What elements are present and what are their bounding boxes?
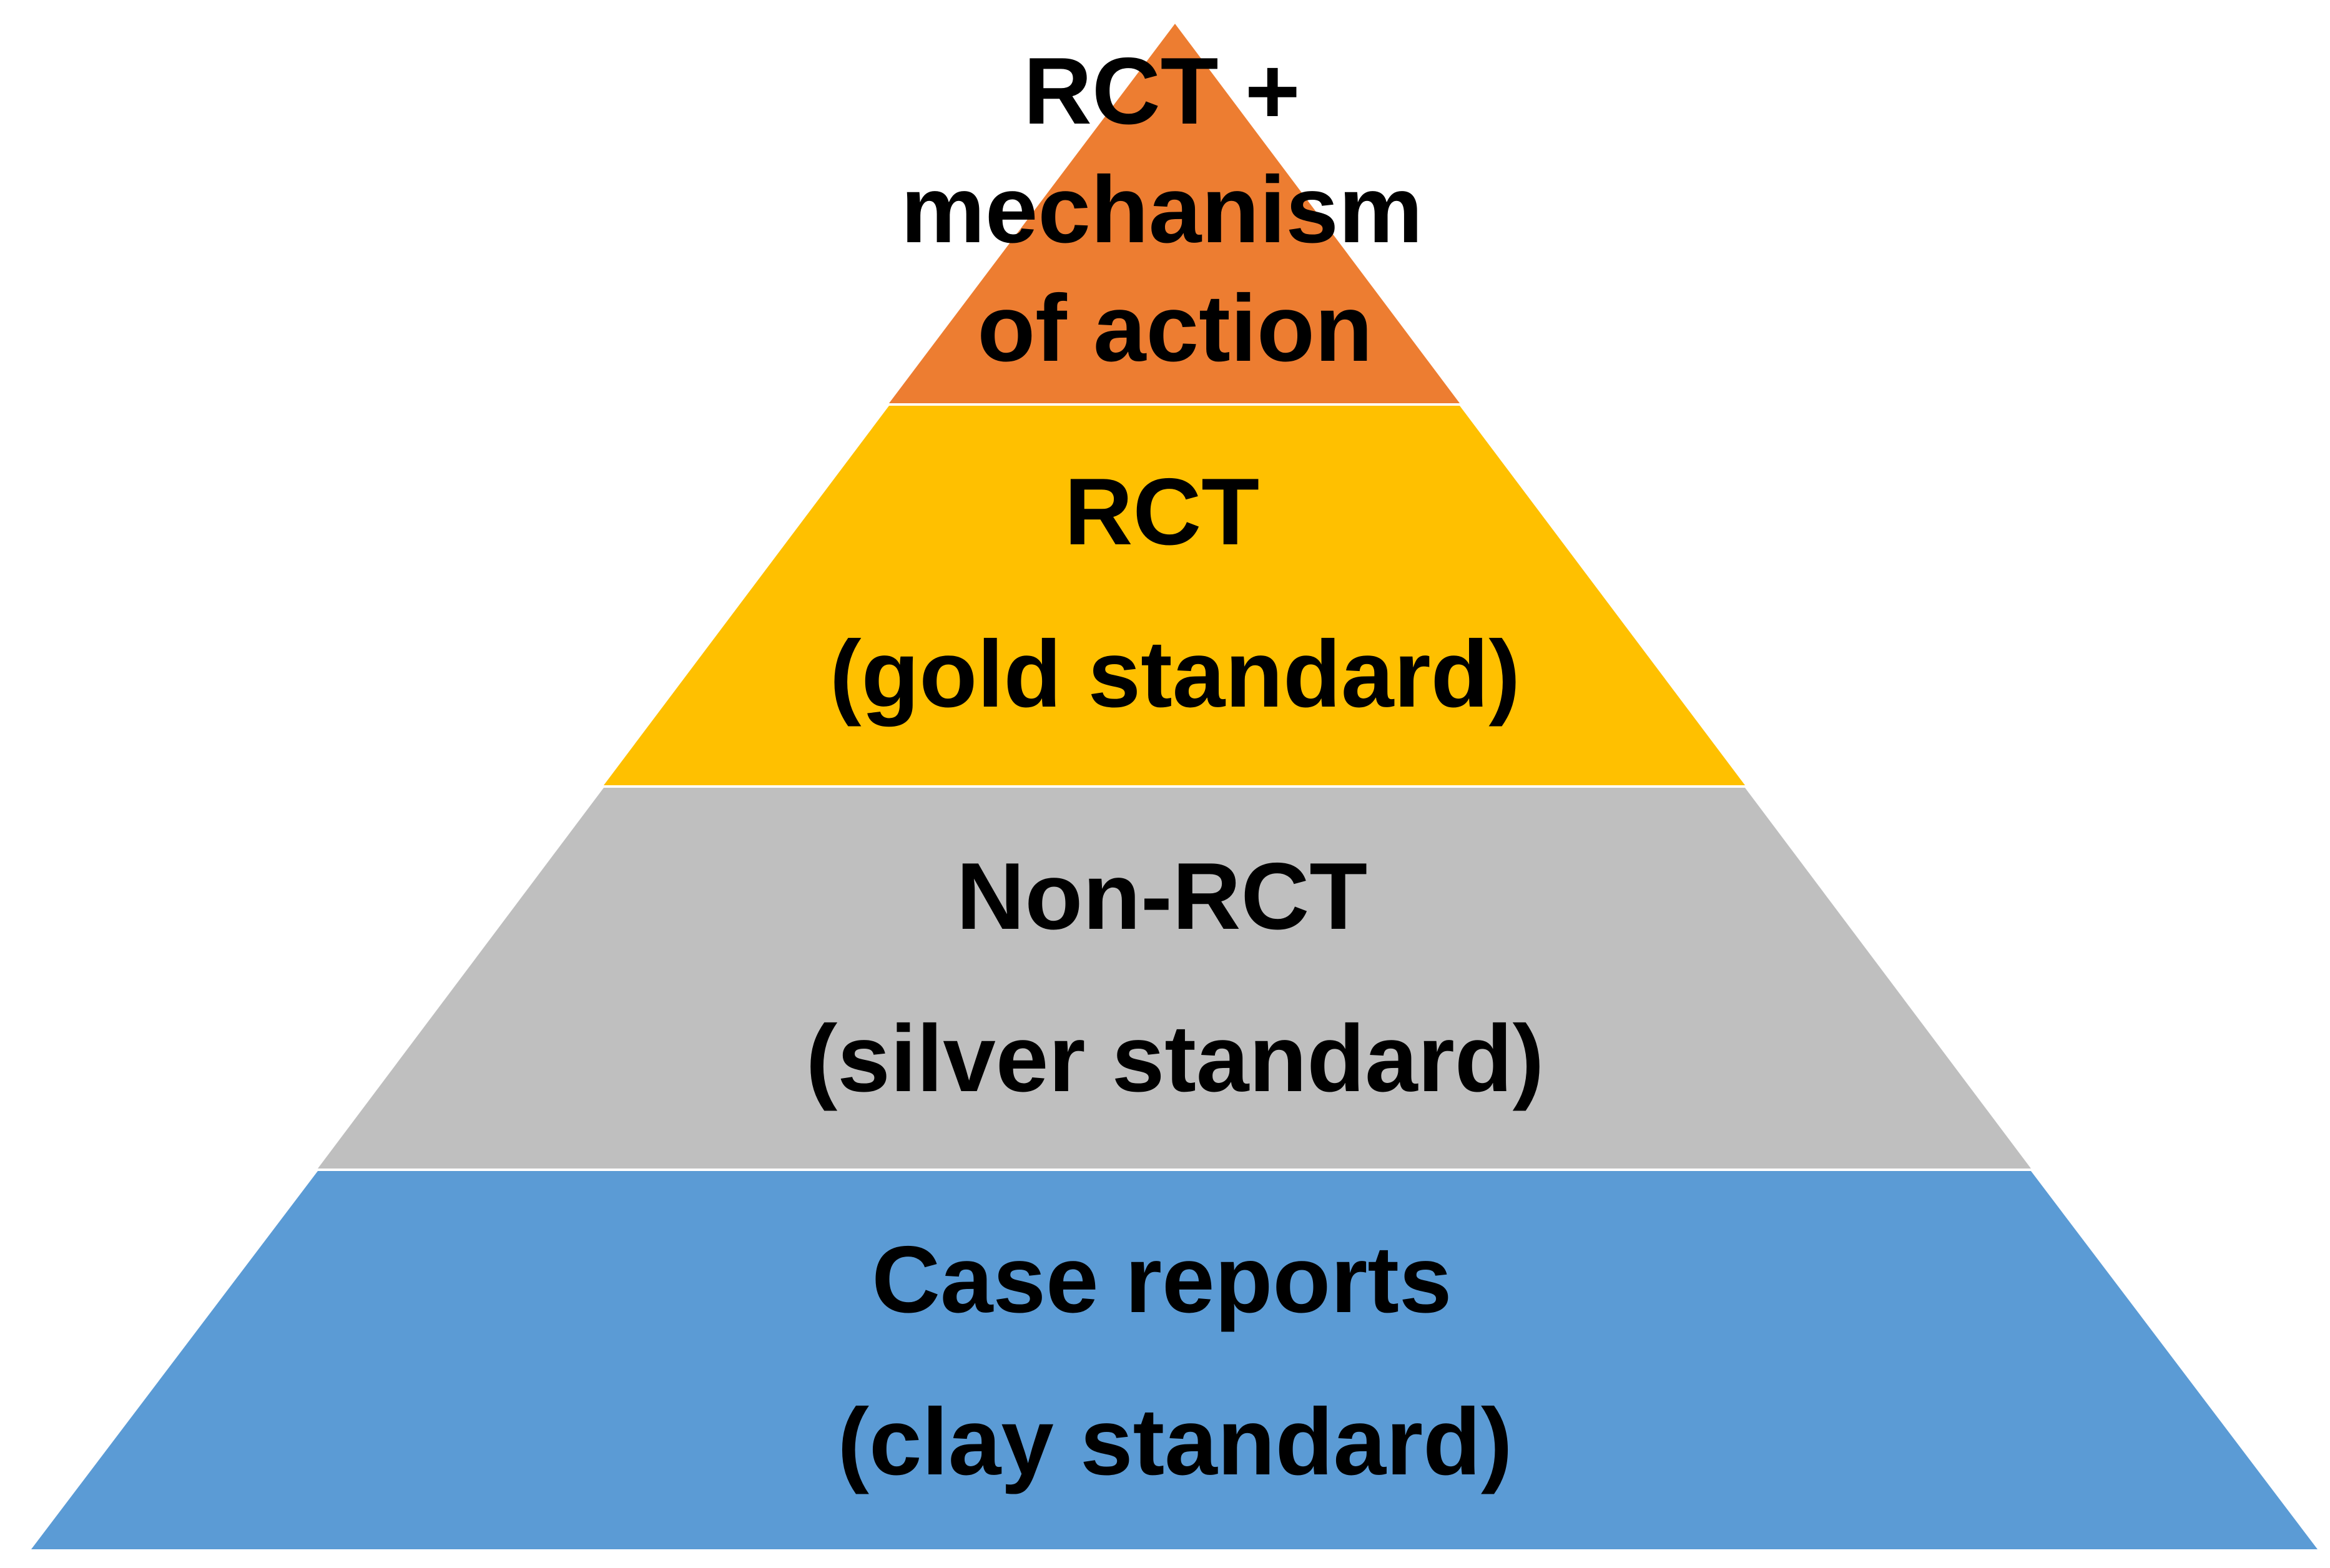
tier-top-shape [889, 24, 1460, 403]
tier-silver-shape [318, 788, 2031, 1169]
tier-top-line-1: RCT + [1023, 38, 1300, 144]
tier-clay-line-1: Case reports [872, 1227, 1452, 1333]
tier-silver-line-1: Non-RCT [956, 843, 1367, 949]
tier-gold-line-2: (gold standard) [830, 621, 1520, 727]
tier-top-label: RCT + mechanism of action [901, 38, 1450, 381]
tier-gold-shape [604, 406, 1745, 785]
tier-clay-line-2: (clay standard) [837, 1389, 1512, 1495]
tier-gold-line-1: RCT [1064, 459, 1259, 565]
tier-gold-label: RCT (gold standard) [830, 459, 1520, 727]
tier-silver-line-2: (silver standard) [806, 1006, 1545, 1112]
tier-clay-shape [31, 1171, 2318, 1549]
tier-top-line-2: mechanism [901, 157, 1423, 263]
tier-clay-label: Case reports (clay standard) [837, 1227, 1512, 1495]
tier-silver-label: Non-RCT (silver standard) [806, 843, 1545, 1112]
tier-top-line-3: of action [977, 275, 1372, 381]
